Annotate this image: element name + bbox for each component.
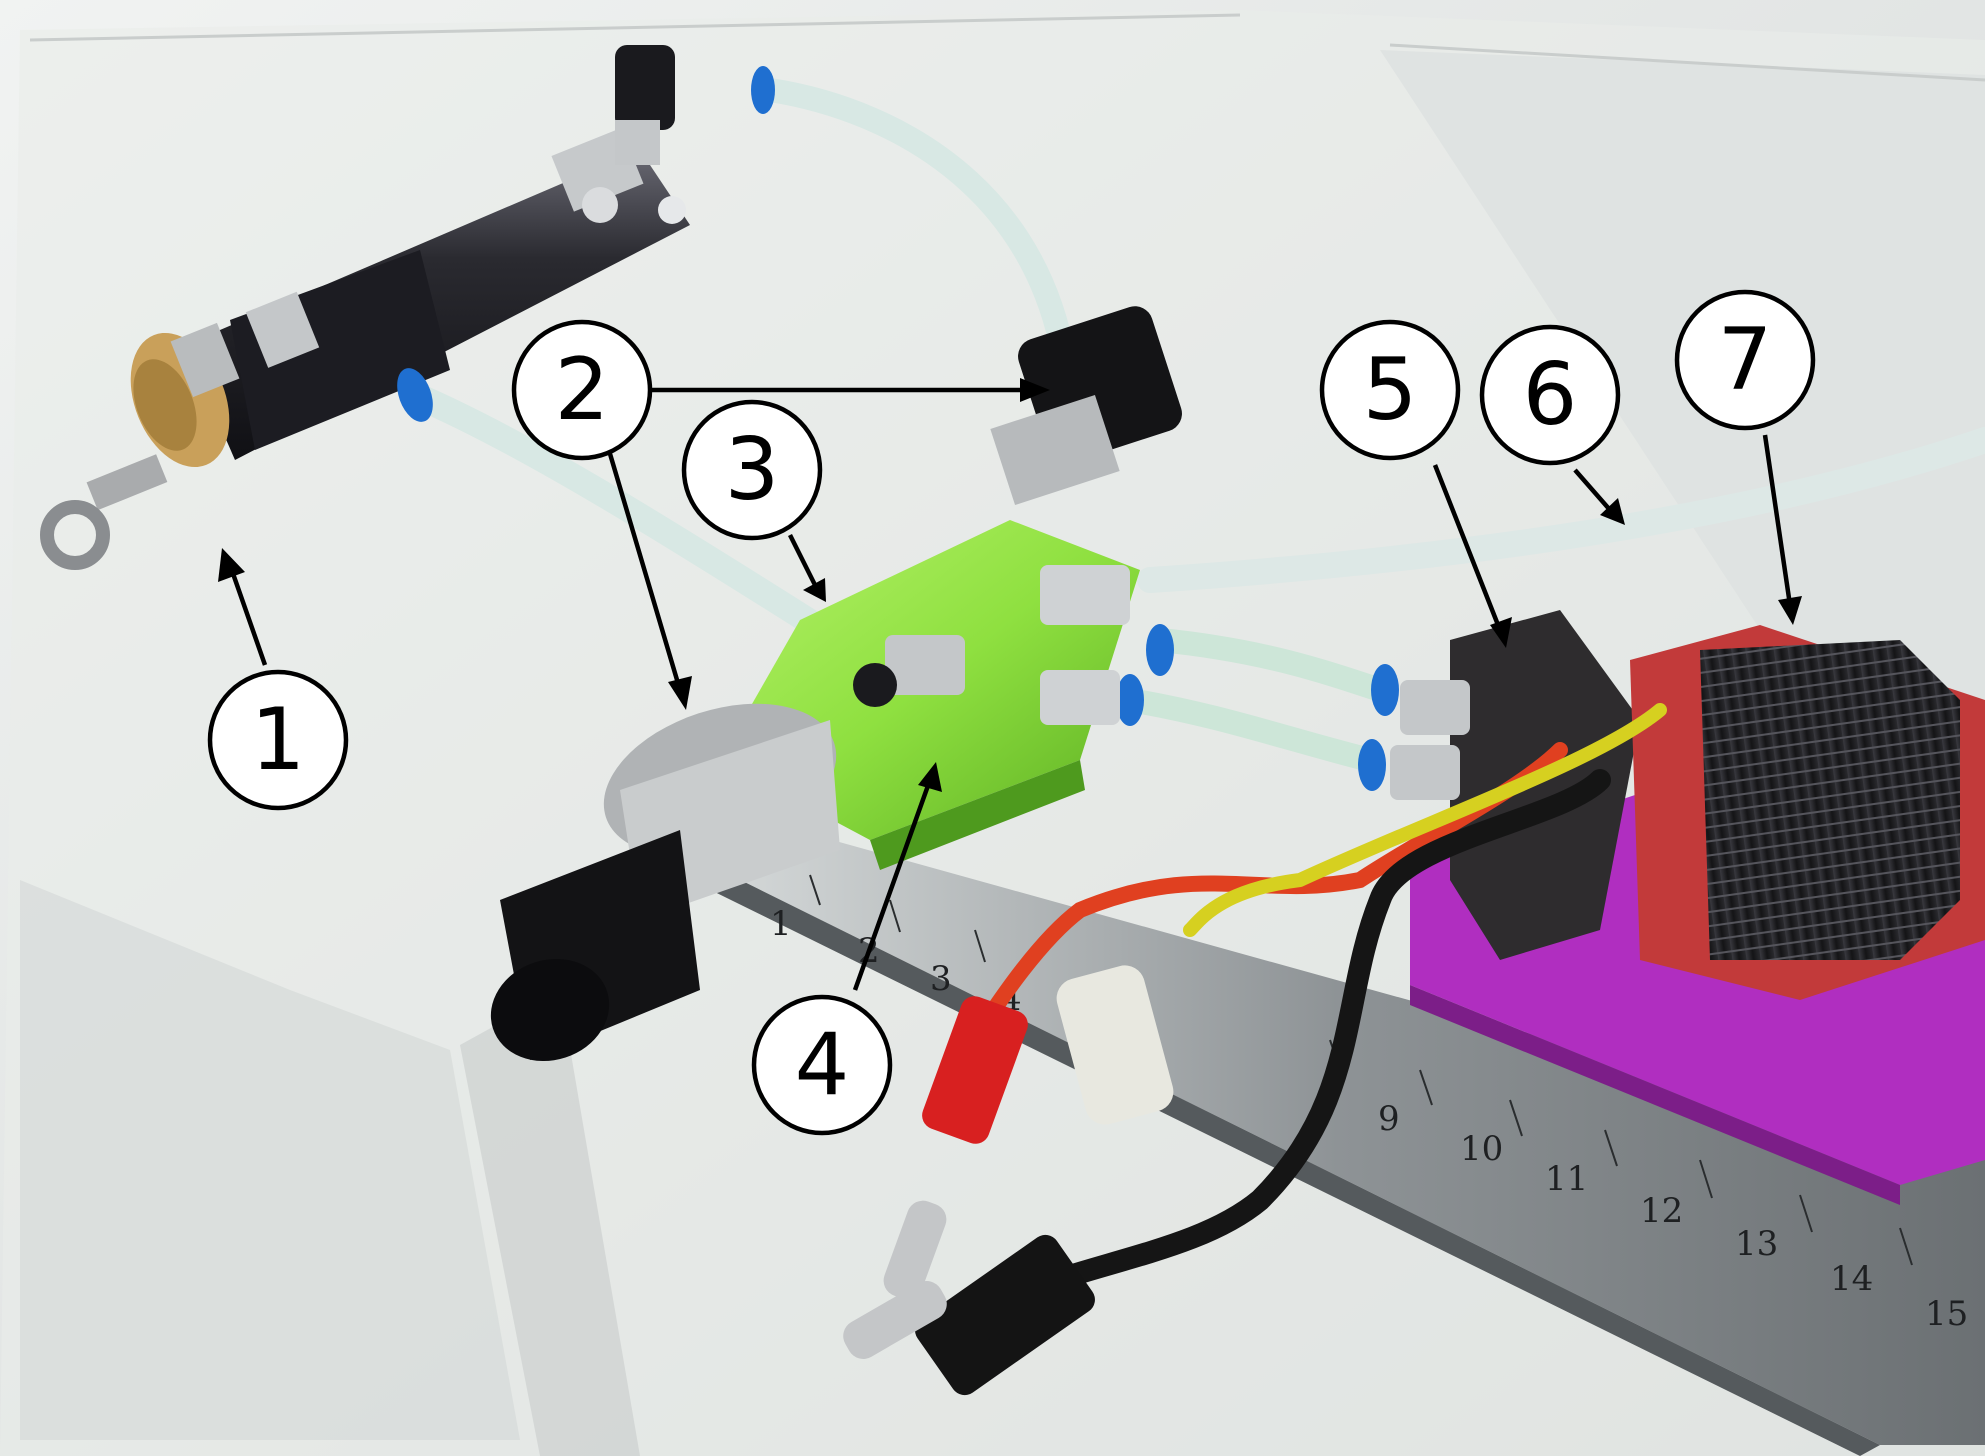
- blue-fittings: [397, 66, 1399, 791]
- arrowhead-4: [918, 762, 942, 792]
- pressure-sensor-upper: [990, 306, 1182, 506]
- callout-label: 2: [555, 340, 610, 440]
- callout-7: 7: [1674, 289, 1816, 431]
- hydraulic-cylinder: [40, 45, 690, 570]
- arrowhead-2-lower: [668, 676, 692, 710]
- arrow-4: [852, 779, 933, 991]
- motor: [1630, 625, 1985, 1000]
- callout-6: 6: [1479, 324, 1621, 466]
- callout-label: 7: [1718, 310, 1773, 410]
- leader-arrows: [218, 378, 1802, 991]
- callout-label: 1: [251, 690, 306, 790]
- arrowhead-5: [1490, 617, 1512, 648]
- callout-label: 5: [1363, 340, 1418, 440]
- arrowhead-7: [1778, 596, 1802, 625]
- pressure-sensor-lower: [490, 703, 840, 1062]
- arrow-5: [1432, 464, 1503, 631]
- arrowhead-6: [1600, 498, 1625, 525]
- arrow-1: [227, 564, 268, 666]
- ruler-label: 14: [1830, 1259, 1873, 1299]
- arrow-3: [787, 533, 818, 587]
- banana-plugs: [843, 965, 1174, 1396]
- callout-2: 2: [511, 319, 653, 461]
- ruler-label: 11: [1545, 1159, 1588, 1199]
- ruler-label: 12: [1640, 1191, 1683, 1231]
- arrowhead-2-upper: [1020, 378, 1050, 402]
- pump-housing: [1390, 610, 1640, 960]
- ruler-label: 9: [1378, 1099, 1400, 1139]
- arrowhead-3: [803, 578, 826, 602]
- arrow-6: [1573, 468, 1612, 512]
- ruler-label: 3: [930, 959, 952, 999]
- ruler-label: 15: [1925, 1294, 1968, 1334]
- callout-3: 3: [681, 399, 823, 541]
- arrow-7: [1762, 434, 1793, 606]
- callout-label: 3: [725, 420, 780, 520]
- ruler-label: 13: [1735, 1224, 1778, 1264]
- callout-label: 6: [1523, 345, 1578, 445]
- ruler-label: 1: [770, 904, 792, 944]
- callout-4: 4: [751, 994, 893, 1136]
- callout-1: 1: [207, 669, 349, 811]
- ruler-label: 10: [1460, 1129, 1503, 1169]
- arrowhead-1: [218, 548, 245, 582]
- callout-label: 4: [795, 1015, 850, 1115]
- callout-5: 5: [1319, 319, 1461, 461]
- arrow-2-lower: [597, 419, 683, 691]
- wires: [972, 703, 1667, 1311]
